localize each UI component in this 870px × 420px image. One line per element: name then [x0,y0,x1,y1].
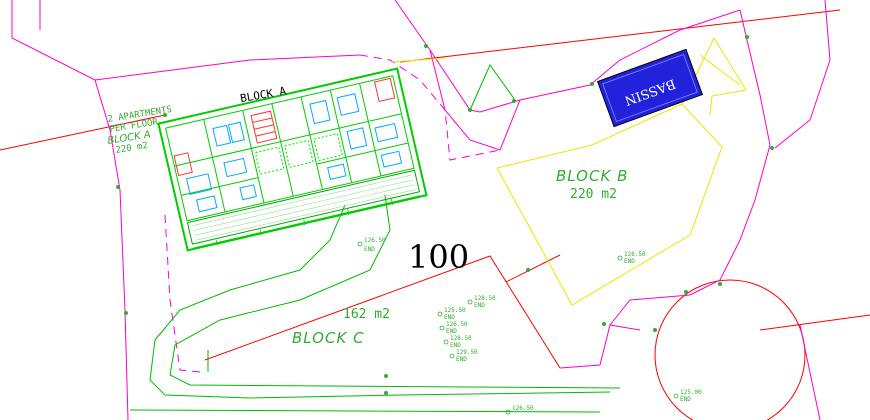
block-c-name-label: BLOCK C [292,329,365,347]
setback-bottom [129,409,601,413]
level-marker: 128.50 END [443,335,472,349]
survey-points [116,35,774,395]
svg-text:126.50: 126.50 [364,237,386,244]
block-a-floor-plan [157,67,428,252]
boundary-far-east [774,0,831,149]
svg-text:128.50: 128.50 [450,335,472,342]
access-road-loop [149,204,611,399]
svg-text:126.50: 126.50 [446,321,468,328]
road-line-circle-stub [759,314,870,331]
building-footprints [391,36,747,306]
level-marker: 128.50 END [467,295,496,309]
footprint-bassin-frame [681,36,747,116]
boundary-west [11,0,129,420]
block-a-partitions [174,83,409,213]
block-b-area-label: 220 m2 [570,187,617,202]
road-line-block-c-south [204,255,561,369]
svg-text:END: END [624,258,635,265]
level-marker: 126.50 END [617,251,646,265]
block-c-area-label: 162 m2 [343,307,390,322]
level-marker: 125.00 END [673,389,702,403]
svg-text:126.50: 126.50 [624,251,646,258]
svg-text:END: END [474,302,485,309]
block-a-terrace [186,169,421,245]
setback-block-b [469,63,516,111]
boundary-north [94,54,361,81]
access-road-inner [169,194,621,389]
roundabout-circle [654,279,806,420]
svg-text:126.50: 126.50 [512,405,534,412]
road-line-north-west [0,114,166,151]
road-lines [0,9,870,420]
svg-text:129.50: 129.50 [456,349,478,356]
block-a-outline [157,67,428,252]
svg-text:125.00: 125.00 [680,389,702,396]
svg-text:END: END [450,342,461,349]
boundary-east-curve [689,9,771,296]
footprint-block-a-link [391,57,446,63]
bassin [596,48,704,128]
road-line-block-b-east [505,254,561,283]
level-marker: 126.50 END [357,237,386,253]
boundary-block-c-dashed [164,214,201,373]
block-a-furniture [185,93,403,213]
boundary-block-b-ramp [609,294,691,326]
level-marker: 126.50 END [439,321,468,335]
svg-text:END: END [364,246,375,253]
property-boundaries [11,0,831,420]
setback-lines [129,63,621,413]
block-a-dimension-strip [193,195,421,249]
boundary-bottom-east [799,324,821,420]
plot-number-label: 100 [408,238,469,276]
block-a-terrace-hatch [192,174,415,241]
block-a-stair-core [173,77,396,177]
footprint-block-b [496,103,723,306]
level-marker: 125.50 END [437,307,466,321]
svg-text:END: END [680,396,691,403]
boundary-center [429,49,521,151]
level-marker: 129.50 END [449,349,478,363]
svg-text:END: END [456,356,467,363]
level-markers: 126.50 END 125.50 END 126.50 END 128.50 … [357,237,702,415]
svg-text:END: END [444,314,455,321]
block-b-name-label: BLOCK B [556,167,628,185]
svg-text:128.50: 128.50 [474,295,496,302]
footprint-bassin-diag [699,54,741,86]
svg-text:125.50: 125.50 [444,307,466,314]
bassin-inner [602,53,698,123]
bassin-rect [596,48,704,128]
block-a-inner-wall [165,75,415,222]
block-a-wet-zones [254,133,343,175]
boundary-block-a-dashed [359,54,501,161]
svg-text:END: END [446,328,457,335]
boundary-south-east [559,324,641,369]
level-marker: 126.50 [505,405,534,415]
road-line-north-east [399,9,841,63]
